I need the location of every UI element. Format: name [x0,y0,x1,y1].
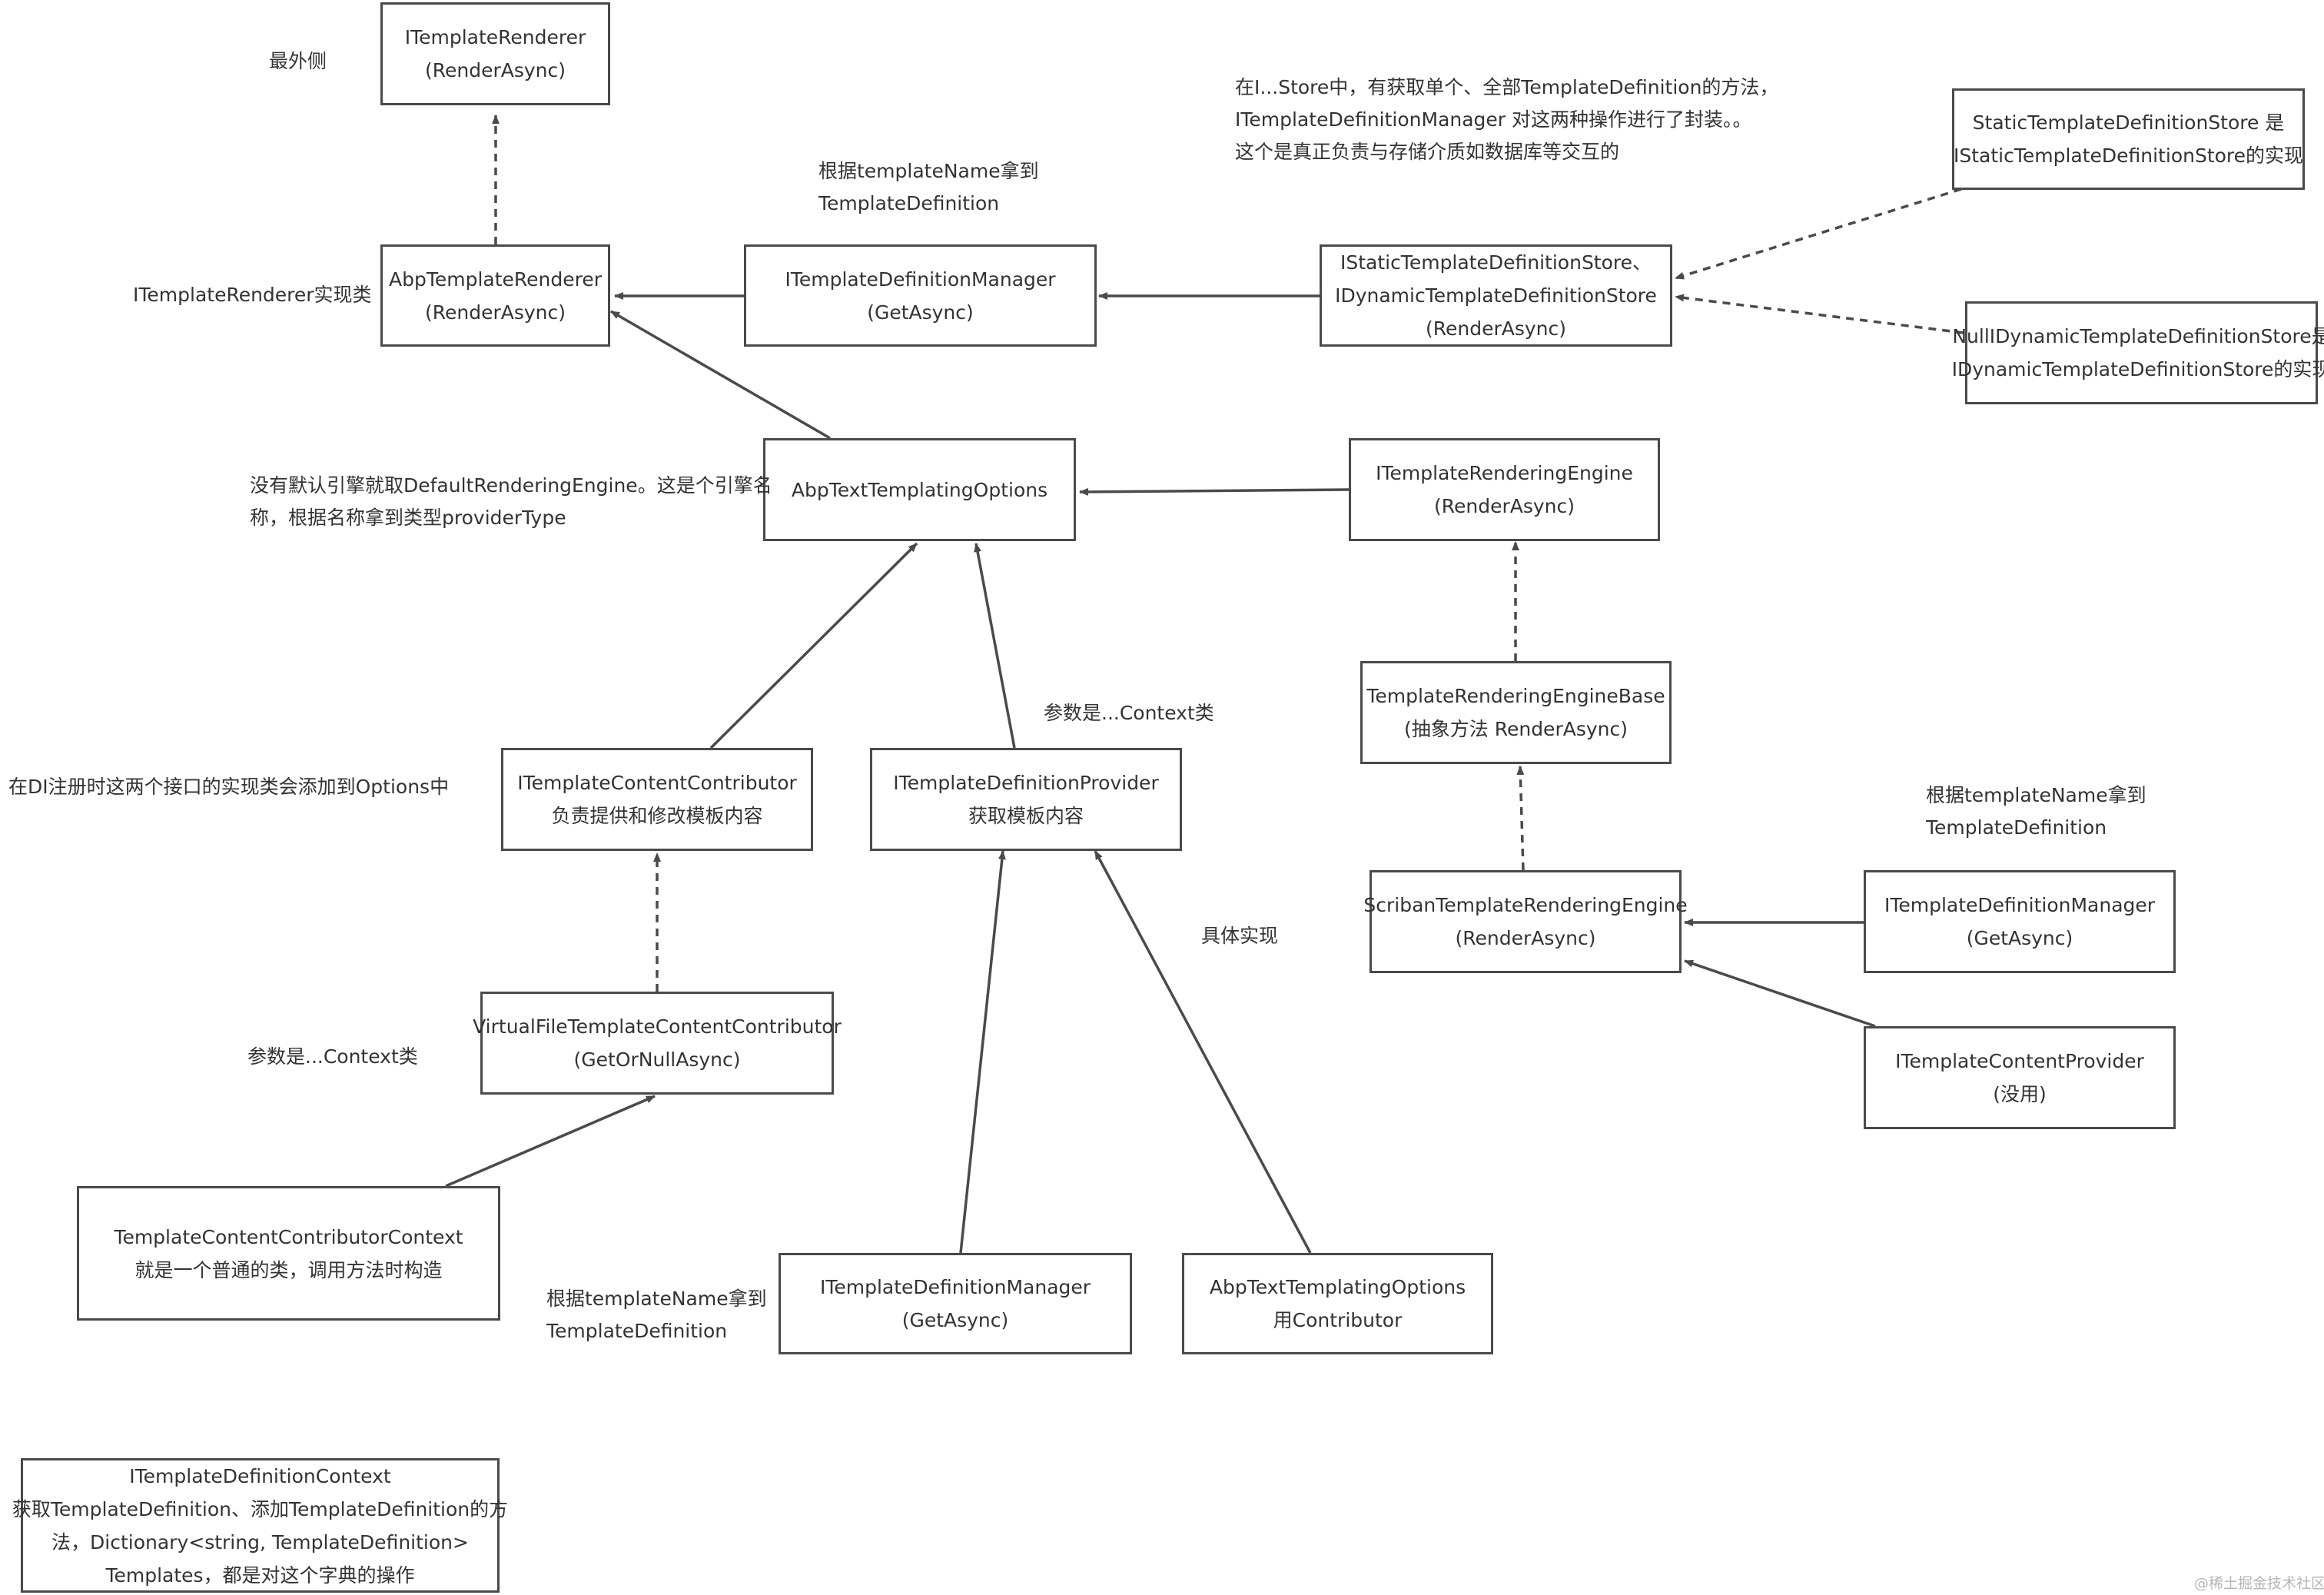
node-title: ITemplateDefinitionContext [129,1464,391,1487]
node-subtitle: (GetAsync) [867,301,974,324]
node-subtitle: (没用) [1993,1083,2047,1105]
edge-options-to-abp-renderer [610,310,831,440]
note-by-name-bottom-2: TemplateDefinition [546,1320,728,1342]
node-subtitle: (GetOrNullAsync) [573,1048,741,1071]
node-title: ITemplateRenderer [404,26,586,48]
node-title: VirtualFileTemplateContentContributor [473,1015,842,1038]
note-by-name-top-2: TemplateDefinition [818,192,1000,214]
note-store-2: ITemplateDefinitionManager 对这两种操作进行了封装。。 [1235,108,1752,131]
node-abp-template-renderer: AbpTemplateRenderer (RenderAsync) [380,244,610,347]
node-subtitle: (RenderAsync) [424,301,566,324]
node-title: IStaticTemplateDefinitionStore、 [1340,251,1652,274]
watermark: @稀土掘金技术社区 [2194,1575,2324,1592]
edge-provider-to-options [974,543,1016,749]
node-template-rendering-engine-base: TemplateRenderingEngineBase (抽象方法 Render… [1360,661,1672,764]
node-static-dynamic-definition-store: IStaticTemplateDefinitionStore、 IDynamic… [1320,244,1672,347]
node-scriban-template-rendering-engine: ScribanTemplateRenderingEngine (RenderAs… [1363,870,1688,973]
node-desc-3: Templates，都是对这个字典的操作 [105,1563,415,1587]
edge-static-impl-to-store [1675,188,1962,280]
node-title: ITemplateDefinitionManager [819,1276,1091,1298]
note-default-engine-2: 称，根据名称拿到类型providerType [250,507,566,529]
node-subtitle: (GetAsync) [1966,927,2073,949]
note-store-3: 这个是真正负责与存储介质如数据库等交互的 [1235,141,1620,163]
note-outermost: 最外侧 [269,50,327,72]
node-title: NullIDynamicTemplateDefinitionStore是 [1952,325,2324,347]
node-content-contributor-context: TemplateContentContributorContext 就是一个普通… [77,1186,500,1321]
node-title: ScribanTemplateRenderingEngine [1363,894,1688,916]
node-subtitle: (抽象方法 RenderAsync) [1404,718,1628,740]
node-template-definition-context: ITemplateDefinitionContext 获取TemplateDef… [12,1458,508,1593]
edge-content-provider-to-scriban [1684,959,1876,1028]
node-subtitle: IDynamicTemplateDefinitionStore的实现 [1951,358,2324,380]
edge-context-to-vf-contributor [445,1095,656,1188]
node-template-content-provider: ITemplateContentProvider (没用) [1864,1026,2176,1129]
node-template-definition-manager-top: ITemplateDefinitionManager (GetAsync) [744,244,1097,347]
node-subtitle: 用Contributor [1273,1309,1403,1331]
node-title-2: IDynamicTemplateDefinitionStore [1335,284,1657,307]
node-title: AbpTemplateRenderer [388,267,603,291]
node-title: ITemplateDefinitionProvider [893,772,1159,794]
node-itemplate-renderer: ITemplateRenderer (RenderAsync) [380,2,610,105]
node-template-definition-manager-bottom: ITemplateDefinitionManager (GetAsync) [779,1253,1132,1354]
node-subtitle: (RenderAsync) [1433,495,1575,517]
node-template-rendering-engine: ITemplateRenderingEngine (RenderAsync) [1349,438,1660,541]
note-by-name-right-2: TemplateDefinition [1926,816,2107,839]
note-di-register: 在DI注册时这两个接口的实现类会添加到Options中 [8,776,450,798]
node-subtitle: 就是一个普通的类，调用方法时构造 [134,1258,443,1281]
edge-contributor-to-options [709,542,918,749]
node-title: ITemplateContentContributor [517,772,797,794]
node-subtitle: 获取模板内容 [968,805,1084,827]
node-template-definition-provider: ITemplateDefinitionProvider 获取模板内容 [870,748,1182,851]
node-title: AbpTextTemplatingOptions [791,478,1048,501]
node-subtitle: (GetAsync) [901,1309,1009,1331]
node-desc-2: 法，Dictionary<string, TemplateDefinition> [51,1530,469,1553]
node-title: TemplateRenderingEngineBase [1366,685,1665,707]
note-concrete-impl: 具体实现 [1201,925,1279,947]
note-by-name-top-1: 根据templateName拿到 [818,160,1039,182]
node-title: StaticTemplateDefinitionStore 是 [1972,111,2285,134]
note-by-name-right-1: 根据templateName拿到 [1926,784,2146,806]
node-title: ITemplateRenderingEngine [1376,462,1633,484]
node-abp-text-templating-options-contributor: AbpTextTemplatingOptions 用Contributor [1182,1253,1493,1354]
node-subtitle: (RenderAsync) [1455,927,1596,949]
node-static-store-impl: StaticTemplateDefinitionStore 是 IStaticT… [1952,88,2305,190]
node-subtitle: (RenderAsync) [1425,317,1567,340]
edge-null-impl-to-store [1675,294,1964,334]
edge-engine-to-options [1079,487,1350,496]
node-abp-text-templating-options: AbpTextTemplatingOptions [763,438,1076,541]
edge-def-manager-bottom-to-provider [959,850,1006,1254]
note-renderer-impl: ITemplateRenderer实现类 [133,284,372,306]
node-title: AbpTextTemplatingOptions [1209,1276,1466,1298]
note-store-1: 在I...Store中，有获取单个、全部TemplateDefinition的方… [1235,76,1779,98]
note-context-param-mid: 参数是...Context类 [1044,702,1214,724]
node-subtitle: 负责提供和修改模板内容 [551,805,763,827]
node-subtitle: (RenderAsync) [424,59,566,81]
edge-scriban-to-engine-base [1516,766,1525,871]
edge-options-contributor-to-provider [1094,850,1312,1254]
node-title: ITemplateDefinitionManager [785,267,1056,291]
node-template-definition-manager-right: ITemplateDefinitionManager (GetAsync) [1864,870,2176,973]
node-subtitle: IStaticTemplateDefinitionStore的实现 [1953,145,2304,167]
node-title: ITemplateDefinitionManager [1884,894,2156,916]
note-context-param-left: 参数是...Context类 [247,1045,418,1068]
node-template-content-contributor: ITemplateContentContributor 负责提供和修改模板内容 [501,748,813,851]
node-null-dynamic-store-impl: NullIDynamicTemplateDefinitionStore是 IDy… [1952,301,2324,404]
note-by-name-bottom-1: 根据templateName拿到 [546,1288,767,1310]
note-default-engine-1: 没有默认引擎就取DefaultRenderingEngine。这是个引擎名 [250,474,772,497]
node-virtual-file-content-contributor: VirtualFileTemplateContentContributor (G… [473,992,842,1095]
node-desc-1: 获取TemplateDefinition、添加TemplateDefinitio… [12,1497,509,1520]
node-title: TemplateContentContributorContext [114,1225,463,1248]
node-title: ITemplateContentProvider [1895,1050,2144,1072]
